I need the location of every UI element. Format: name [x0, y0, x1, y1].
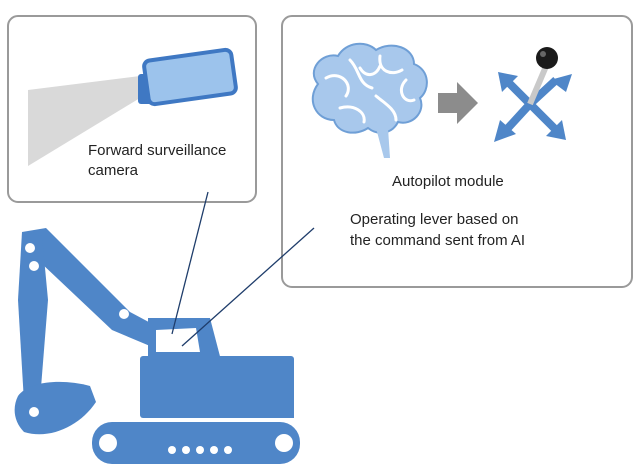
camera-label-line2: camera — [88, 162, 139, 179]
track-wheels — [99, 434, 293, 454]
boom-pin — [29, 261, 39, 271]
arm-pin — [119, 309, 129, 319]
autopilot-module-label: Autopilot module — [392, 173, 504, 190]
camera-leader-line — [171, 191, 209, 335]
lever-label-line1: Operating lever based on — [350, 211, 519, 228]
camera-view-cone — [28, 76, 140, 166]
joystick-icon — [494, 47, 572, 142]
bucket-pin — [29, 407, 39, 417]
arrow-right-icon — [438, 82, 478, 124]
lever-label-line2: the command sent from AI — [350, 232, 526, 249]
camera-label-line1: Forward surveillance — [88, 142, 227, 159]
autopilot-leader-line — [181, 227, 315, 347]
brain-icon — [311, 42, 428, 158]
camera-icon — [28, 47, 238, 166]
cab-window — [156, 328, 200, 352]
boom-pin — [25, 243, 35, 253]
